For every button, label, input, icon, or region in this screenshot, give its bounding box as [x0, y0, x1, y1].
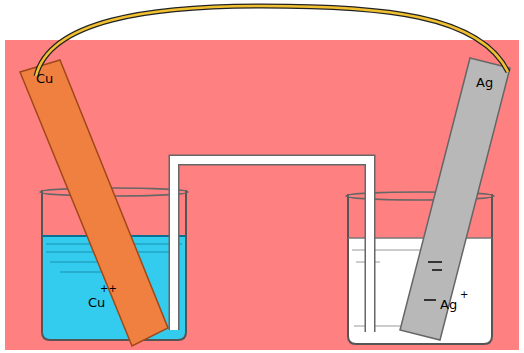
ion-label: Cu [88, 296, 105, 309]
connecting-wire [36, 6, 508, 76]
salt-bridge [174, 160, 370, 332]
electrode-label: Cu [36, 72, 53, 85]
background-panel [5, 40, 519, 350]
ion-charge: ++ [100, 284, 117, 294]
ion-charge: + [460, 290, 468, 300]
ion-label: Ag [440, 298, 457, 311]
copper-electrode [20, 60, 168, 346]
electrode-label: Ag [476, 76, 493, 89]
silver-deposit [424, 262, 442, 300]
silver-electrode [400, 58, 510, 340]
